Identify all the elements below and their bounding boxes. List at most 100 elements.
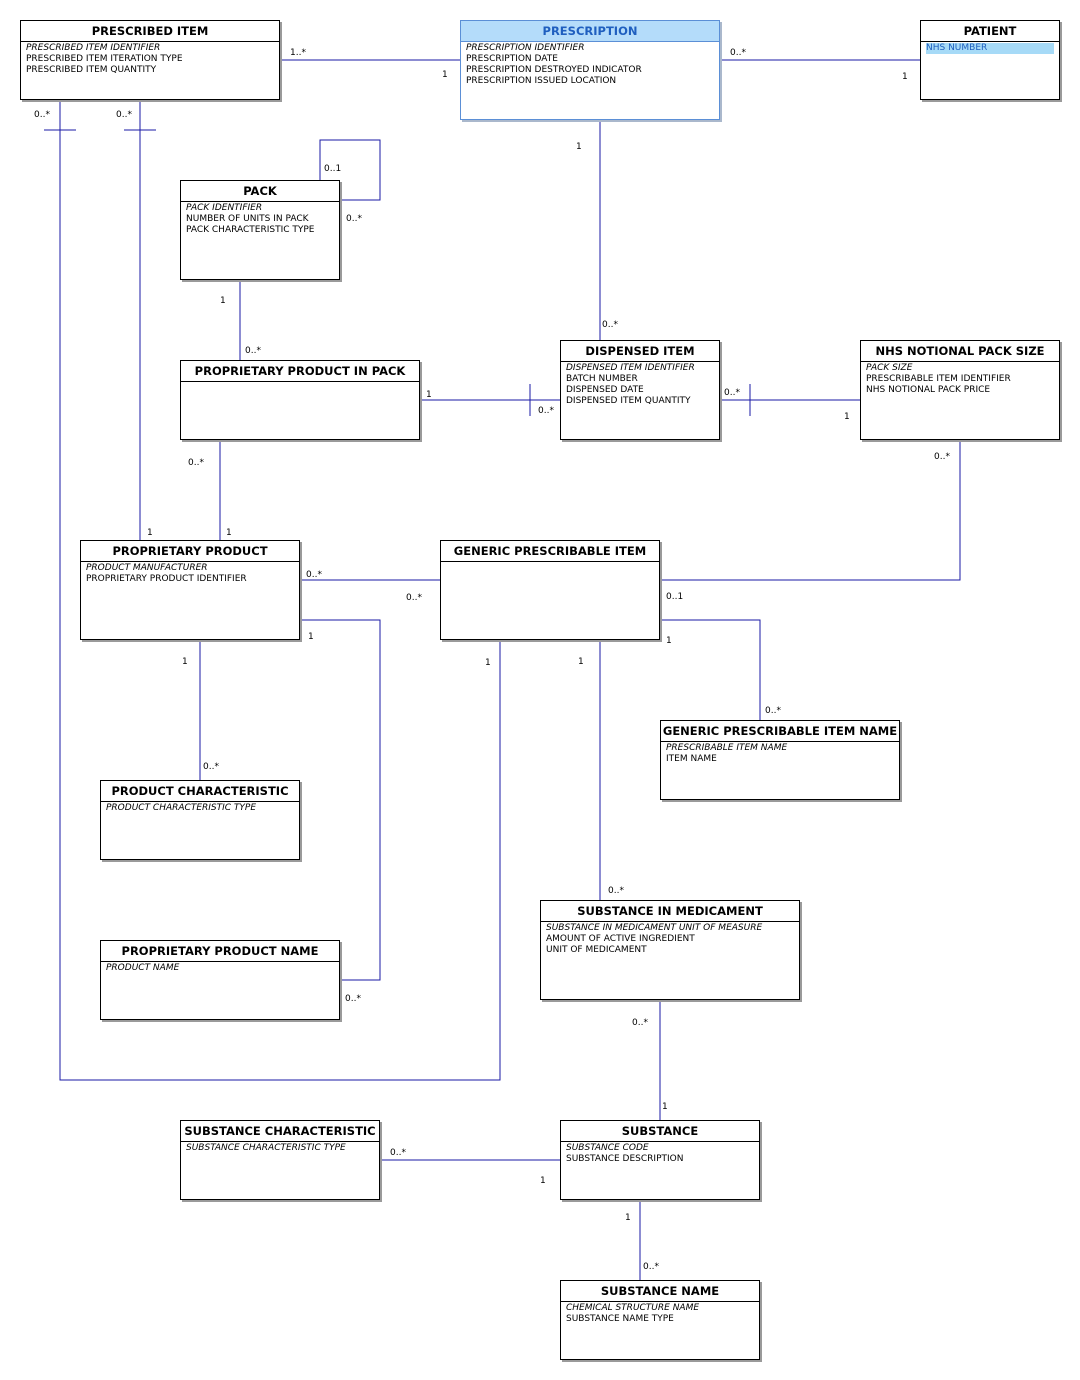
cardinality-label: 0..* (345, 994, 361, 1004)
cardinality-label: 0..* (406, 593, 422, 603)
entity-key-attribute[interactable]: CHEMICAL STRUCTURE NAME (566, 1303, 700, 1313)
cardinality-label: 0..* (730, 48, 746, 58)
entity-title: PATIENT (921, 21, 1059, 42)
entity-attribute[interactable]: PRESCRIPTION DATE (466, 54, 558, 64)
cardinality-label: 1 (578, 657, 584, 667)
entity-key-attribute[interactable]: PRODUCT NAME (106, 963, 180, 973)
entity-title: PRESCRIBED ITEM (21, 21, 279, 42)
entity-title: PROPRIETARY PRODUCT NAME (101, 941, 339, 962)
cardinality-label: 0..1 (324, 164, 342, 174)
entity-title: SUBSTANCE IN MEDICAMENT (541, 901, 799, 922)
entity-title: PRESCRIPTION (461, 21, 719, 42)
cardinality-label: 0..* (346, 214, 362, 224)
entity-key-attribute[interactable]: PACK IDENTIFIER (186, 203, 263, 213)
entity-attribute[interactable]: ITEM NAME (666, 754, 717, 764)
entity-attributes: SUBSTANCE CHARACTERISTIC TYPE (181, 1142, 379, 1154)
entity-attribute[interactable]: PRESCRIBED ITEM QUANTITY (26, 65, 157, 75)
entity-attribute[interactable]: UNIT OF MEDICAMENT (546, 945, 647, 955)
relationship-line[interactable] (319, 139, 381, 201)
relationship-line[interactable] (662, 442, 961, 581)
entity-title: PROPRIETARY PRODUCT (81, 541, 299, 562)
entity-attribute[interactable]: DISPENSED DATE (566, 385, 644, 395)
cardinality-label: 0..* (34, 110, 50, 120)
cardinality-label: 0..* (116, 110, 132, 120)
cardinality-label: 1 (666, 636, 672, 646)
entity-attribute[interactable]: BATCH NUMBER (566, 374, 638, 384)
cardinality-label: 1 (844, 412, 850, 422)
entity-title: PRODUCT CHARACTERISTIC (101, 781, 299, 802)
cardinality-label: 1 (625, 1213, 631, 1223)
entity-attribute[interactable]: PROPRIETARY PRODUCT IDENTIFIER (86, 574, 247, 584)
entity-key-attribute[interactable]: SUBSTANCE IN MEDICAMENT UNIT OF MEASURE (546, 923, 763, 933)
cardinality-label: 1 (220, 296, 226, 306)
cardinality-label: 1 (426, 390, 432, 400)
entity-attribute[interactable]: PRESCRIBABLE ITEM IDENTIFIER (866, 374, 1011, 384)
entity-attribute[interactable]: PRESCRIPTION ISSUED LOCATION (466, 76, 617, 86)
cardinality-label: 0..* (188, 458, 204, 468)
entity-attribute[interactable]: NHS NOTIONAL PACK PRICE (866, 385, 991, 395)
entity-proprietary-product-in-pack[interactable]: PROPRIETARY PRODUCT IN PACK (180, 360, 420, 440)
entity-attributes: PRODUCT NAME (101, 962, 339, 974)
entity-attribute[interactable]: PRESCRIBED ITEM ITERATION TYPE (26, 54, 183, 64)
entity-key-attribute[interactable]: NHS NUMBER (926, 43, 1054, 54)
entity-key-attribute[interactable]: PRODUCT CHARACTERISTIC TYPE (106, 803, 257, 813)
cardinality-label: 0..* (632, 1018, 648, 1028)
entity-title: GENERIC PRESCRIBABLE ITEM (441, 541, 659, 562)
entity-attribute[interactable]: PACK CHARACTERISTIC TYPE (186, 225, 315, 235)
cardinality-label: 1 (308, 632, 314, 642)
entity-key-attribute[interactable]: PRESCRIBABLE ITEM NAME (666, 743, 788, 753)
entity-key-attribute[interactable]: PRESCRIBED ITEM IDENTIFIER (26, 43, 161, 53)
entity-title: DISPENSED ITEM (561, 341, 719, 362)
cardinality-label: 0..* (538, 406, 554, 416)
cardinality-label: 1 (485, 658, 491, 668)
entity-attribute[interactable]: NUMBER OF UNITS IN PACK (186, 214, 309, 224)
entity-attribute[interactable]: PRESCRIPTION DESTROYED INDICATOR (466, 65, 642, 75)
entity-attribute[interactable]: SUBSTANCE NAME TYPE (566, 1314, 674, 1324)
cardinality-label: 0..* (203, 762, 219, 772)
relationship-line[interactable] (662, 619, 761, 720)
entity-key-attribute[interactable]: SUBSTANCE CHARACTERISTIC TYPE (186, 1143, 346, 1153)
relationship-line[interactable] (59, 102, 501, 1081)
entity-key-attribute[interactable]: DISPENSED ITEM IDENTIFIER (566, 363, 695, 373)
entity-title: SUBSTANCE NAME (561, 1281, 759, 1302)
entity-key-attribute[interactable]: PACK SIZE (866, 363, 913, 373)
entity-attribute[interactable]: AMOUNT OF ACTIVE INGREDIENT (546, 934, 695, 944)
cardinality-label: 0..* (245, 346, 261, 356)
entity-attribute[interactable]: SUBSTANCE DESCRIPTION (566, 1154, 684, 1164)
relationship-line[interactable] (302, 619, 381, 981)
entity-attribute[interactable]: DISPENSED ITEM QUANTITY (566, 396, 691, 406)
cardinality-label: 1 (226, 528, 232, 538)
entity-key-attribute[interactable]: PRODUCT MANUFACTURER (86, 563, 208, 573)
entity-key-attribute[interactable]: PRESCRIPTION IDENTIFIER (466, 43, 585, 53)
cardinality-label: 0..* (765, 706, 781, 716)
cardinality-label: 0..* (724, 388, 740, 398)
cardinality-label: 0..* (390, 1148, 406, 1158)
cardinality-label: 1 (442, 70, 448, 80)
entity-generic-prescribable-item[interactable]: GENERIC PRESCRIBABLE ITEM (440, 540, 660, 640)
entity-key-attribute[interactable]: SUBSTANCE CODE (566, 1143, 649, 1153)
